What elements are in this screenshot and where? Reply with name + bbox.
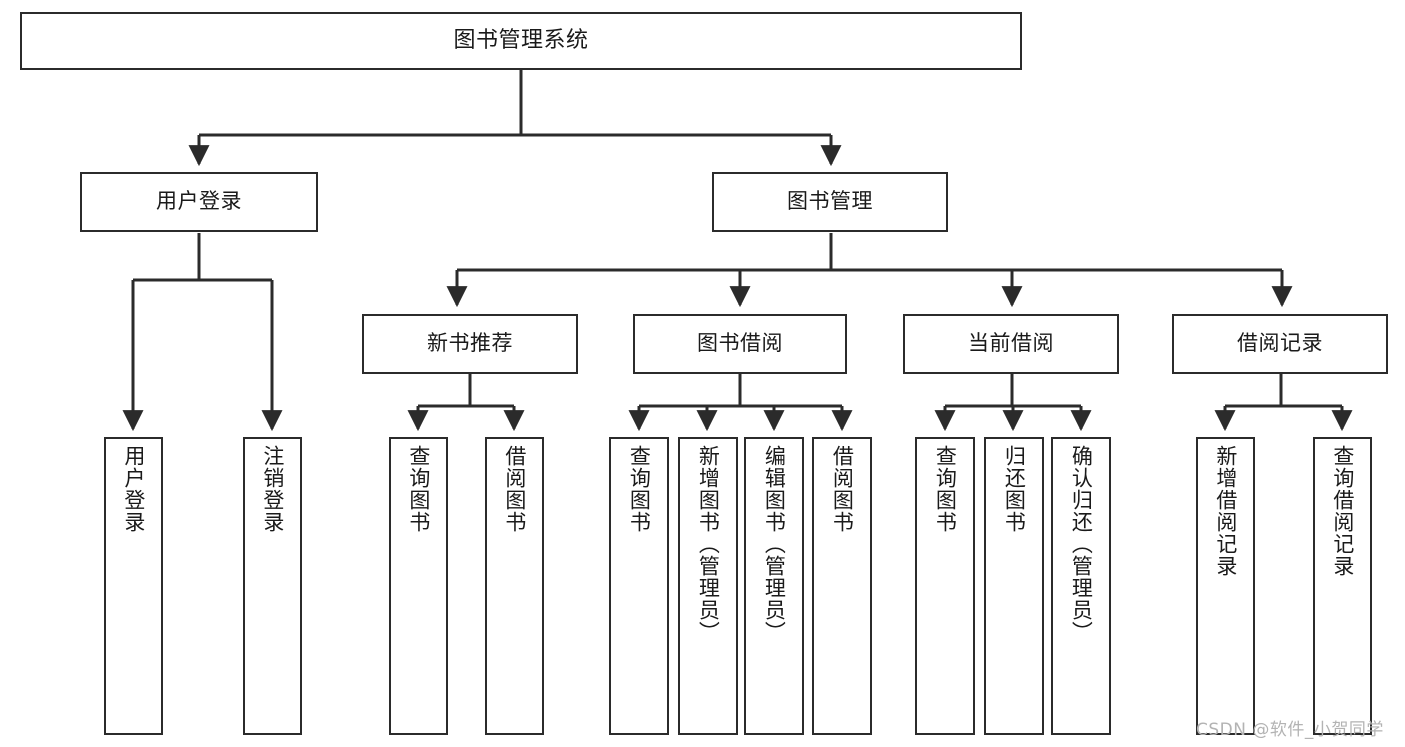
node-current-borrow-label: 当前借阅 [968,331,1054,356]
node-new-book-recommend-label: 新书推荐 [427,331,513,356]
leaf-edit-book-admin[interactable]: 编辑图书（管理员） [744,437,804,735]
node-borrow-record-label: 借阅记录 [1237,331,1323,356]
node-user-login[interactable]: 用户登录 [80,172,318,232]
node-root[interactable]: 图书管理系统 [20,12,1022,70]
leaf-borrow-book-1[interactable]: 借阅图书 [485,437,544,735]
leaf-query-book-1[interactable]: 查询图书 [389,437,448,735]
leaf-return-book[interactable]: 归还图书 [984,437,1044,735]
leaf-query-borrow-record-label: 查询借阅记录 [1330,445,1355,577]
leaf-borrow-book-2-label: 借阅图书 [830,445,855,533]
leaf-confirm-return-admin[interactable]: 确认归还（管理员） [1051,437,1111,735]
leaf-add-borrow-record[interactable]: 新增借阅记录 [1196,437,1255,735]
leaf-query-book-3[interactable]: 查询图书 [915,437,975,735]
node-borrow-record[interactable]: 借阅记录 [1172,314,1388,374]
node-current-borrow[interactable]: 当前借阅 [903,314,1119,374]
node-book-borrow-label: 图书借阅 [697,331,783,356]
leaf-query-book-2-label: 查询图书 [627,445,652,533]
leaf-logout-login-label: 注销登录 [260,445,285,533]
leaf-query-borrow-record[interactable]: 查询借阅记录 [1313,437,1372,735]
leaf-add-book-admin[interactable]: 新增图书（管理员） [678,437,738,735]
node-new-book-recommend[interactable]: 新书推荐 [362,314,578,374]
leaf-user-login[interactable]: 用户登录 [104,437,163,735]
leaf-add-borrow-record-label: 新增借阅记录 [1213,445,1238,577]
leaf-confirm-return-admin-label: 确认归还（管理员） [1069,445,1094,643]
node-root-label: 图书管理系统 [453,27,589,53]
node-book-manage[interactable]: 图书管理 [712,172,948,232]
node-book-borrow[interactable]: 图书借阅 [633,314,847,374]
leaf-borrow-book-1-label: 借阅图书 [502,445,527,533]
leaf-logout-login[interactable]: 注销登录 [243,437,302,735]
leaf-borrow-book-2[interactable]: 借阅图书 [812,437,872,735]
leaf-query-book-2[interactable]: 查询图书 [609,437,669,735]
leaf-user-login-label: 用户登录 [121,445,146,533]
leaf-query-book-3-label: 查询图书 [933,445,958,533]
node-book-manage-label: 图书管理 [787,189,873,214]
node-user-login-label: 用户登录 [156,189,242,214]
leaf-query-book-1-label: 查询图书 [406,445,431,533]
leaf-edit-book-admin-label: 编辑图书（管理员） [762,445,787,643]
leaf-add-book-admin-label: 新增图书（管理员） [696,445,721,643]
leaf-return-book-label: 归还图书 [1002,445,1027,533]
